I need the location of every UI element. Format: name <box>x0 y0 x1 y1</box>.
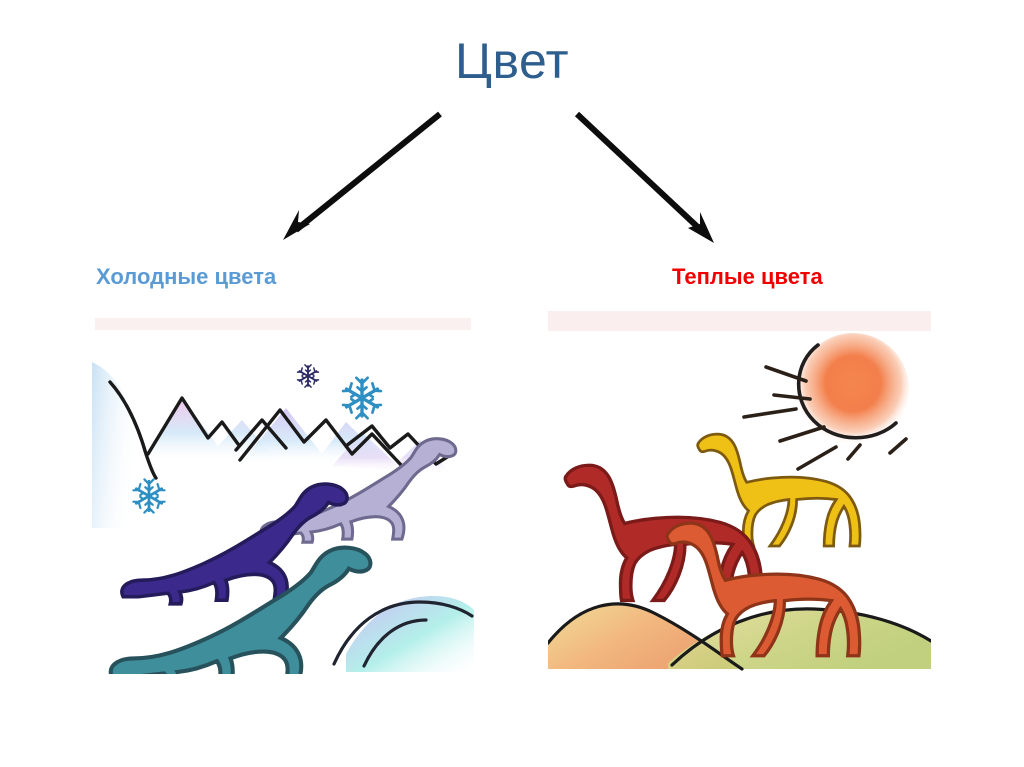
illustration-cold-colors <box>90 314 475 674</box>
cold-scene-svg <box>92 362 474 674</box>
ice-wave-wash <box>346 596 474 672</box>
arrow-to-warm <box>574 111 714 243</box>
warm-scene-svg <box>548 333 931 671</box>
ice-wash-left <box>92 362 142 528</box>
sun-rays-icon <box>742 365 908 471</box>
label-warm-colors: Теплые цвета <box>672 264 823 289</box>
hill-outline <box>548 602 931 671</box>
label-cool-colors: Холодные цвета <box>96 264 277 289</box>
mountain-outline <box>108 380 454 480</box>
snowflake-icon-large <box>341 376 383 420</box>
cold-image-top-band <box>95 318 471 330</box>
page-title: Цвет <box>454 33 570 89</box>
arrow-to-cool <box>283 111 442 240</box>
sun-outline-arc <box>796 343 898 440</box>
mountain-wash-left <box>142 398 278 462</box>
ice-wave-outline <box>332 600 474 668</box>
warm-image-top-band <box>548 311 931 331</box>
illustration-warm-colors <box>548 311 931 671</box>
sun-disk <box>797 333 909 445</box>
snowflake-icon-small <box>296 363 320 389</box>
